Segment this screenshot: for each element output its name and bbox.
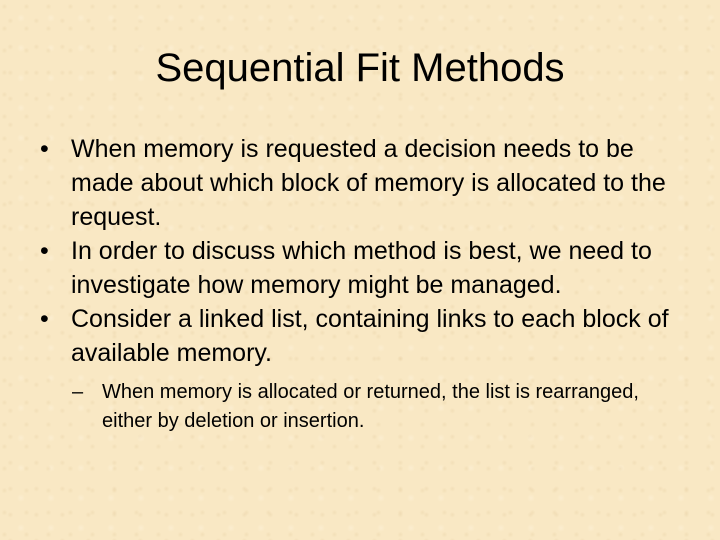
bullet-item: • Consider a linked list, containing lin… (40, 302, 680, 370)
bullet-marker: • (40, 135, 49, 163)
bullet-item: • When memory is requested a decision ne… (40, 132, 680, 234)
bullet-item: • In order to discuss which method is be… (40, 234, 680, 302)
bullet-marker: • (40, 305, 49, 333)
bullet-text: When memory is requested a decision need… (71, 135, 666, 231)
bullet-marker: • (40, 237, 49, 265)
sub-bullet-item: – When memory is allocated or returned, … (72, 378, 680, 436)
slide-title: Sequential Fit Methods (155, 46, 565, 90)
slide-body: • When memory is requested a decision ne… (40, 132, 680, 436)
sub-bullet-text: When memory is allocated or returned, th… (102, 381, 639, 432)
sub-bullet-marker: – (72, 381, 84, 403)
bullet-text: Consider a linked list, containing links… (71, 305, 669, 367)
bullet-text: In order to discuss which method is best… (71, 237, 652, 299)
